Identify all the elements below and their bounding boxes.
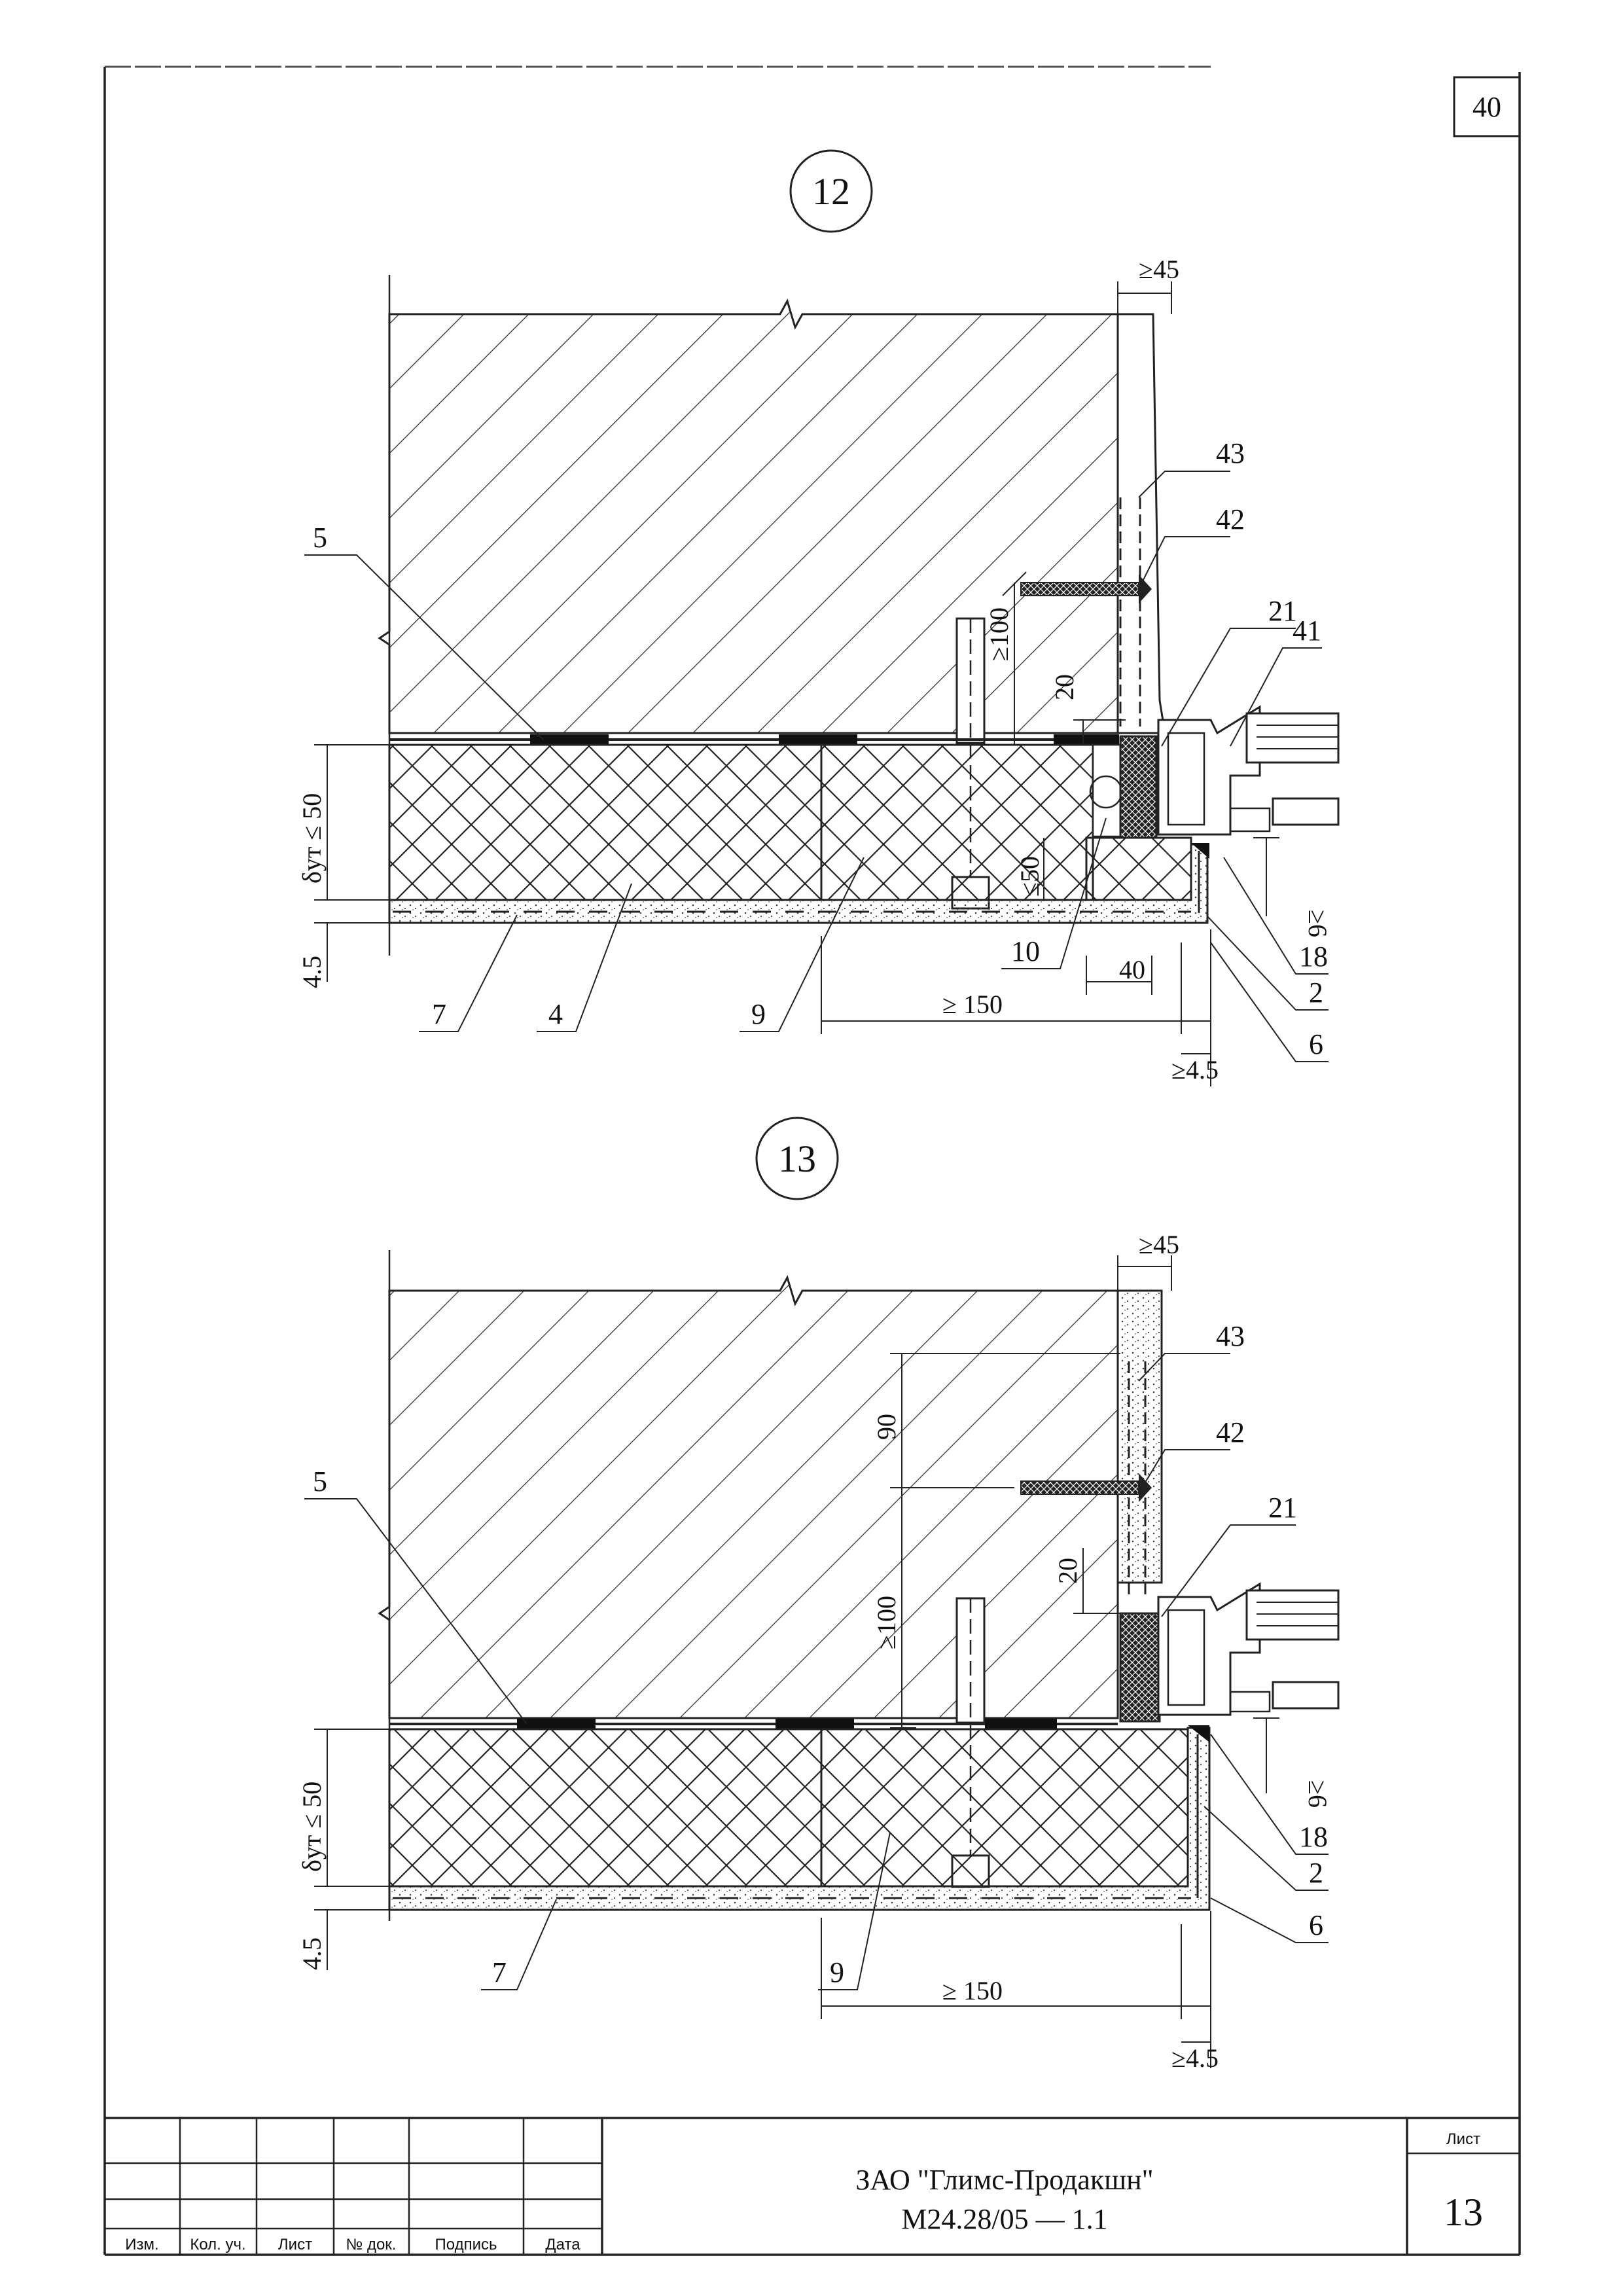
callout-leaders-12 (304, 471, 1329, 1062)
insulation-board-4 (388, 744, 823, 901)
callout-leaders-13 (304, 1353, 1329, 1990)
callout-2-12: 2 (1309, 977, 1323, 1009)
callout-18-13: 18 (1299, 1821, 1328, 1853)
tb-header-kol: Кол. уч. (190, 2236, 245, 2253)
page-corner-number: 40 (1472, 91, 1501, 123)
callout-42-12: 42 (1216, 503, 1245, 535)
callout-21-13: 21 (1268, 1492, 1297, 1524)
page-corner-box (1453, 76, 1521, 137)
window-profile-13 (1157, 1582, 1340, 1716)
detail-12-marker (789, 149, 873, 233)
tb-header-doc: № док. (346, 2236, 397, 2253)
detail-13-number: 13 (778, 1138, 816, 1180)
adhesive-strips-13 (389, 1719, 1118, 1729)
callout-6-12: 6 (1309, 1028, 1323, 1060)
dim-anchor-pitch-13: 90 (872, 1414, 901, 1440)
callout-10-12: 10 (1011, 935, 1040, 967)
detail-13: 13 (297, 1117, 1340, 2073)
window-frame-jamb (1116, 313, 1166, 734)
dim-lap-12: ≥ 150 (942, 990, 1003, 1019)
dim-plaster-12: ≥4.5 (1171, 1055, 1219, 1085)
callout-41-12: 41 (1293, 615, 1321, 647)
tb-header-podpis: Подпись (435, 2236, 497, 2253)
tb-header-izm: Изм. (125, 2236, 158, 2253)
callout-5-13: 5 (313, 1465, 327, 1498)
tb-sheet-number: 13 (1444, 2191, 1483, 2234)
dim-plaster-13: ≥4.5 (1171, 2043, 1219, 2073)
tb-header-list: Лист (278, 2236, 312, 2253)
dim-left-layer-13: 4.5 (297, 1937, 327, 1970)
sealant-21-13 (1119, 1612, 1161, 1723)
insulation-return (1085, 836, 1192, 901)
dim-insul-12: ≤50 (1015, 856, 1044, 897)
callout-42-13: 42 (1216, 1416, 1245, 1448)
dim-sill-13: ≥6 (1303, 1780, 1332, 1808)
dim-step-12: 40 (1119, 955, 1145, 984)
callout-9-12: 9 (751, 998, 766, 1030)
callout-18-12: 18 (1299, 941, 1328, 973)
sealing-tape-18 (1191, 843, 1209, 859)
wall-section (378, 298, 1119, 734)
sealing-tape-18-13 (1188, 1725, 1209, 1742)
insulation-board-13a (388, 1728, 823, 1888)
callout-43-12: 43 (1216, 437, 1245, 469)
page-frame: 40 (103, 65, 1521, 2256)
detail-13-marker (755, 1117, 839, 1200)
adhesive-strips (389, 734, 1119, 745)
detail-12-number: 12 (812, 170, 850, 213)
anchor-screw-42-13 (1020, 1473, 1152, 1502)
title-block: Изм. Кол. уч. Лист № док. Подпись Дата З… (105, 2117, 1520, 2255)
callout-43-13: 43 (1216, 1320, 1245, 1352)
callout-4-12: 4 (548, 998, 563, 1030)
insulation-board-9 (820, 744, 1094, 901)
sealant-21 (1119, 735, 1158, 839)
tb-document-code: М24.28/05 — 1.1 (901, 2203, 1107, 2235)
callout-7-12: 7 (432, 998, 446, 1030)
dim-sill-12: ≥6 (1303, 910, 1332, 937)
tb-organization: ЗАО "Глимс-Продакшн" (855, 2164, 1153, 2196)
callout-7-13: 7 (492, 1956, 507, 1988)
callout-5-12: 5 (313, 522, 327, 554)
tb-sheet-label: Лист (1446, 2130, 1480, 2148)
dimensions-13 (314, 1255, 1279, 2068)
dim-gap-12: 20 (1050, 674, 1079, 700)
dim-thickness-12: δут ≤ 50 (297, 793, 327, 884)
dim-anchor-length-13: ≥100 (872, 1596, 901, 1649)
dimensions-12 (314, 281, 1279, 1086)
tb-header-data: Дата (545, 2236, 580, 2253)
dim-gap-13: 20 (1053, 1558, 1082, 1584)
callout-9-13: 9 (830, 1956, 844, 1988)
reveal-plaster-13 (1116, 1289, 1163, 1584)
dim-thickness-13: δут ≤ 50 (297, 1782, 327, 1872)
dim-top-width-12: ≥45 (1139, 255, 1179, 284)
callout-2-13: 2 (1309, 1857, 1323, 1889)
window-profile-12 (1157, 705, 1340, 836)
dim-top-width-13: ≥45 (1139, 1230, 1179, 1259)
detail-12: 12 (297, 149, 1340, 1086)
dim-left-layer-12: 4.5 (297, 956, 327, 988)
insulation-board-9-13 (820, 1728, 1189, 1888)
wall-section-13 (378, 1275, 1119, 1719)
dim-anchor-length-12: ≥100 (984, 607, 1014, 661)
dim-lap-13: ≥ 150 (942, 1976, 1003, 2005)
callout-21-12: 21 (1268, 595, 1297, 627)
callout-6-13: 6 (1309, 1909, 1323, 1941)
